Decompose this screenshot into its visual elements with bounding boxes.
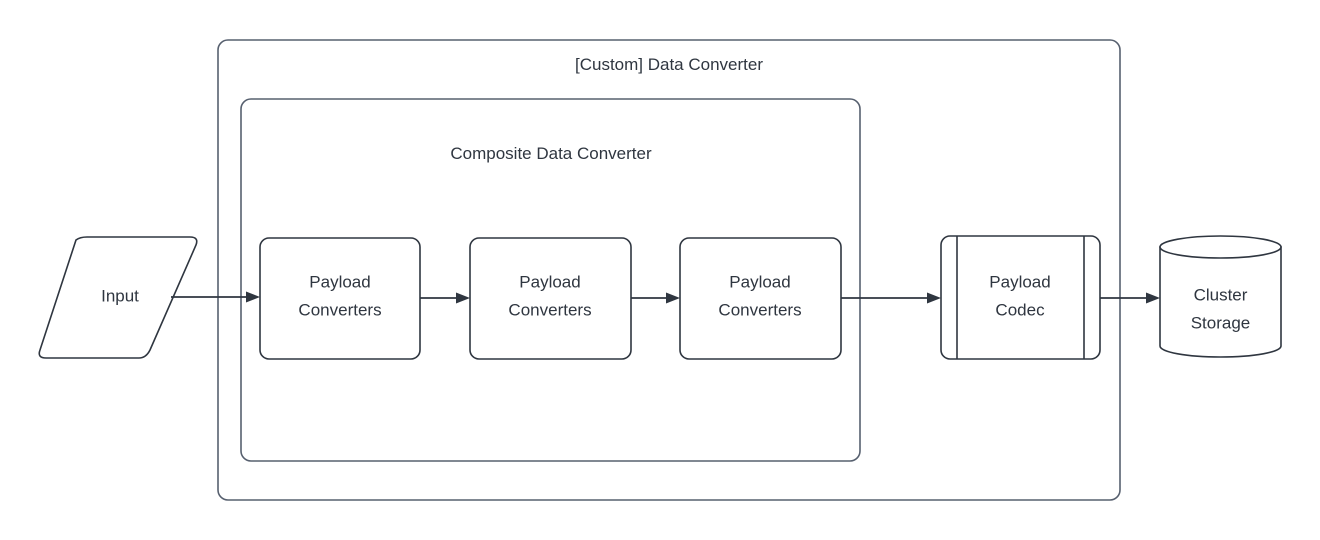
- node-input[interactable]: Input: [38, 236, 198, 359]
- edge-codec-to-storage: [1100, 292, 1160, 304]
- payload-converters-3-box[interactable]: [679, 237, 842, 360]
- node-payload-converters-2[interactable]: Payload Converters: [469, 237, 632, 360]
- payload-converters-2-box[interactable]: [469, 237, 632, 360]
- node-payload-codec[interactable]: Payload Codec: [940, 235, 1101, 360]
- payload-converters-1-box[interactable]: [259, 237, 421, 360]
- payload-codec-label-line1: Payload: [989, 272, 1050, 291]
- edge-input-to-pc1-arrowhead: [246, 291, 260, 303]
- edge-pc1-to-pc2: [420, 292, 470, 304]
- payload-converters-2-label-line1: Payload: [519, 272, 580, 291]
- edge-codec-to-storage-arrowhead: [1146, 292, 1160, 304]
- payload-converters-2-label-line2: Converters: [508, 300, 591, 319]
- edge-pc2-to-pc3: [631, 292, 680, 304]
- payload-converters-3-label-line2: Converters: [718, 300, 801, 319]
- custom-data-converter-label: [Custom] Data Converter: [575, 55, 763, 74]
- input-label: Input: [101, 286, 139, 305]
- composite-data-converter-label: Composite Data Converter: [450, 144, 652, 163]
- node-payload-converters-1[interactable]: Payload Converters: [259, 237, 421, 360]
- node-cluster-storage[interactable]: Cluster Storage: [1159, 235, 1282, 358]
- cluster-storage-top-ellipse: [1159, 235, 1282, 259]
- cluster-storage-label-line2: Storage: [1191, 313, 1251, 332]
- payload-codec-label-line2: Codec: [995, 300, 1045, 319]
- edge-pc1-to-pc2-arrowhead: [456, 292, 470, 304]
- edge-input-to-pc1: [171, 291, 260, 303]
- node-payload-converters-3[interactable]: Payload Converters: [679, 237, 842, 360]
- payload-converters-3-label-line1: Payload: [729, 272, 790, 291]
- cluster-storage-label-line1: Cluster: [1194, 285, 1248, 304]
- payload-converters-1-label-line1: Payload: [309, 272, 370, 291]
- cluster-storage-body[interactable]: [1159, 246, 1282, 358]
- edge-pc3-to-codec: [841, 292, 941, 304]
- input-parallelogram-shape[interactable]: [38, 236, 198, 359]
- payload-converters-1-label-line2: Converters: [298, 300, 381, 319]
- edge-pc2-to-pc3-arrowhead: [666, 292, 680, 304]
- payload-codec-box[interactable]: [940, 235, 1101, 360]
- edge-pc3-to-codec-arrowhead: [927, 292, 941, 304]
